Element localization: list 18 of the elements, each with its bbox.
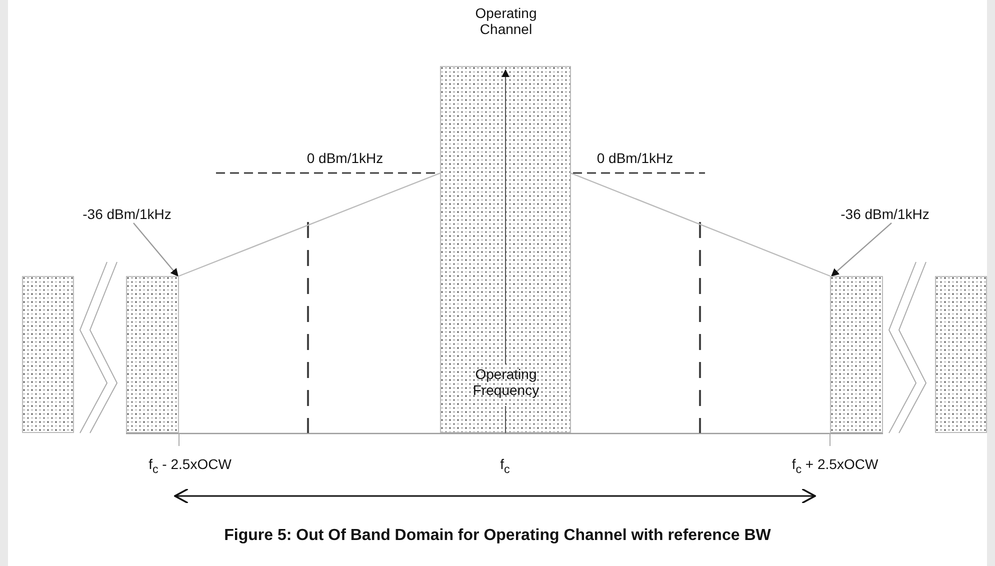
figure-caption: Figure 5: Out Of Band Domain for Operating Channel with reference BW [223, 527, 772, 545]
emission-mask-line [178, 172, 440, 277]
adjacent-band [126, 276, 179, 433]
leader-line [831, 222, 892, 277]
frequency-label: f$_{c}$ + 2.5xOCW [790, 456, 880, 478]
adjacent-band [935, 276, 987, 433]
adjacent-band [22, 276, 74, 433]
emission-mask-line [570, 172, 830, 277]
band-label: Operating Frequency [472, 366, 540, 398]
band-heading: Operating Channel [474, 5, 538, 37]
leader-line [133, 222, 178, 277]
level-label: 0 dBm/1kHz [596, 150, 674, 166]
level-label: 0 dBm/1kHz [306, 150, 384, 166]
level-label: -36 dBm/1kHz [820, 205, 950, 223]
level-label: -36 dBm/1kHz [62, 205, 192, 223]
adjacent-band [830, 276, 883, 433]
frequency-label: f$_{c}$ - 2.5xOCW [148, 456, 232, 478]
frequency-label: f$_{c}$ [499, 456, 511, 478]
